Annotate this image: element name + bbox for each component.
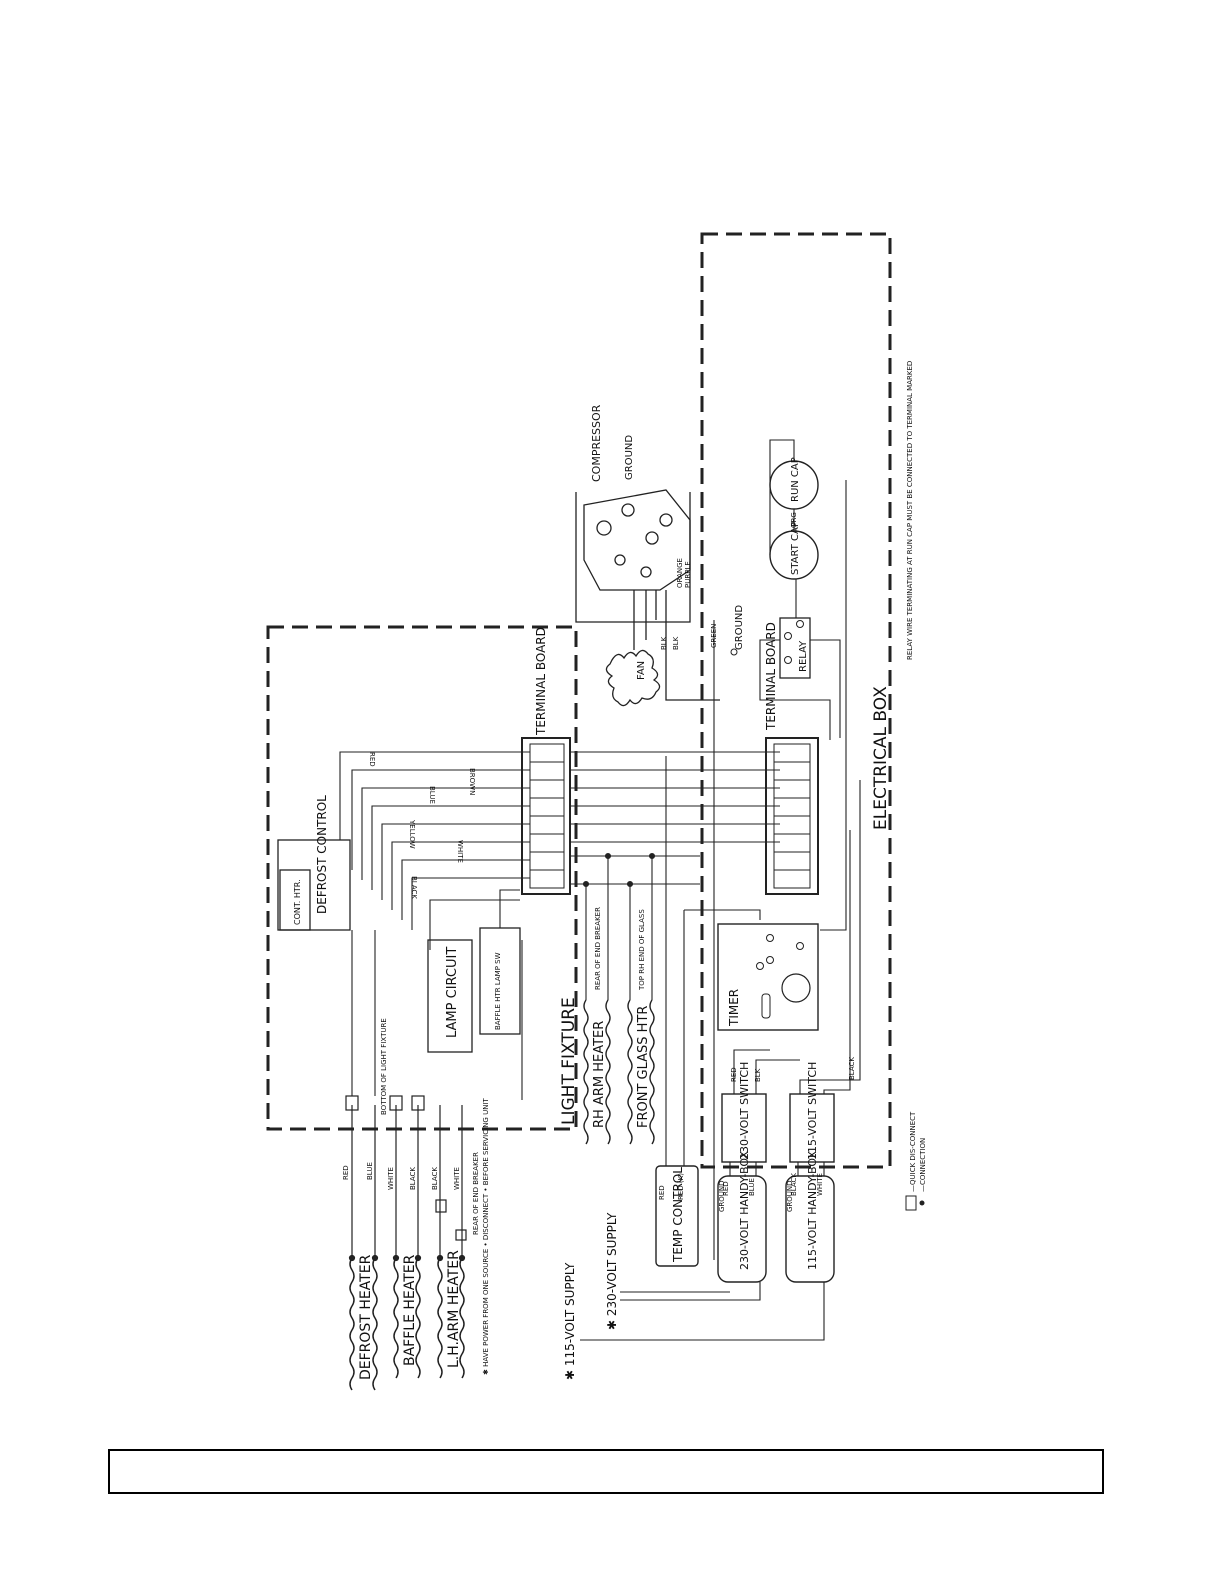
fan-label: FAN — [636, 661, 647, 680]
wire-label-green: GREEN — [710, 624, 718, 648]
wire-label-white-4: WHITE — [816, 1173, 824, 1196]
switch-115-label: 115-VOLT SWITCH — [806, 1062, 819, 1160]
wire-label-blk-2: BLK — [672, 636, 680, 650]
rear-end-breaker-left: REAR OF END BREAKER — [472, 1152, 480, 1235]
wire-label-purple: PURPLE — [684, 561, 692, 588]
defrost-control-box — [277, 839, 351, 931]
wire-label-black-3: BLACK — [410, 876, 418, 899]
baffle-heater-label: BAFFLE HEATER — [402, 1254, 418, 1366]
handy-box-115-label: 115-VOLT HANDY-BOX — [806, 1151, 819, 1270]
compressor-ground-label: GROUND — [624, 435, 635, 480]
wire-label-blue-3: BLUE — [748, 1178, 756, 1196]
top-rh-end-label: TOP RH END OF GLASS — [638, 909, 646, 991]
fan: FAN — [605, 649, 661, 707]
legend-quick-label: —QUICK DIS-CONNECT — [909, 1111, 917, 1192]
wire-label-white-2: WHITE — [453, 1167, 461, 1190]
wire-label-red-2: RED — [368, 752, 376, 767]
lh-arm-heater-label: L.H.ARM HEATER — [446, 1250, 462, 1368]
bottom-light-fixture-label: BOTTOM OF LIGHT FIXTURE — [380, 1018, 388, 1115]
baffle-lamp-switch-label: BAFFLE HTR LAMP SW — [494, 952, 502, 1030]
timer-motor-icon — [781, 973, 811, 1003]
handy-box-115 — [785, 1175, 835, 1283]
wire-label-orange: ORANGE — [676, 558, 684, 588]
heater-leads — [345, 1095, 467, 1262]
wire-label-red-3: RED — [658, 1185, 666, 1200]
wire-label-white-3: WHITE — [456, 840, 464, 863]
wire-label-red-k: RED (K) — [677, 1173, 685, 1200]
ground-label-box: GROUND — [734, 605, 745, 650]
wire-label-blue-1: BLUE — [366, 1162, 374, 1180]
rear-end-breaker-label: REAR OF END BREAKER — [594, 907, 602, 990]
terminal-board-right-label: TERMINAL BOARD — [764, 622, 778, 731]
wire-label-black-1: BLACK — [409, 1167, 417, 1190]
timer-label: TIMER — [727, 989, 741, 1027]
rh-arm-heater: RH ARM HEATER REAR OF END BREAKER — [583, 907, 611, 1145]
front-glass-heater: FRONT GLASS HTR TOP RH END OF GLASS — [627, 909, 655, 1145]
handy-box-230 — [717, 1175, 767, 1283]
legend-connection-label: —CONNECTION — [919, 1138, 927, 1192]
wire-label-blue-2: BLUE — [428, 786, 436, 804]
wire-label-black-5: BLACK — [848, 1057, 856, 1080]
left-bus-wires — [339, 751, 530, 1100]
defrost-control-label: DEFROST CONTROL — [315, 795, 329, 914]
wire-label-blk-3: BLK — [660, 636, 668, 650]
terminal-board-right — [765, 737, 819, 895]
temp-control-label: TEMP CONTROL — [671, 1167, 685, 1263]
defrost-heater-label: DEFROST HEATER — [358, 1254, 374, 1380]
footer-box — [108, 1449, 1104, 1494]
middle-heater-leads — [570, 751, 780, 1000]
defrost-heater: DEFROST HEATER — [349, 1254, 378, 1391]
relay-wiring — [759, 439, 847, 931]
front-glass-htr-label: FRONT GLASS HTR — [636, 1006, 651, 1128]
wire-label-black-2: BLACK — [431, 1167, 439, 1190]
ground-label-115: GROUND — [786, 1180, 794, 1212]
wire-label-red-5: RED — [730, 1067, 738, 1082]
power-note: ✱ HAVE POWER FROM ONE SOURCE • DISCONNEC… — [482, 1097, 490, 1375]
supply-115-label: ✱ 115-VOLT SUPPLY — [563, 1262, 577, 1380]
lamp-circuit-box — [427, 939, 473, 1053]
start-cap-label: START CAP — [790, 521, 801, 575]
lamp-circuit-label: LAMP CIRCUIT — [445, 947, 460, 1038]
handy-box-230-label: 230-VOLT HANDY-BOX — [738, 1151, 751, 1270]
wire-label-brown: BROWN — [468, 768, 476, 795]
temp-control-box — [655, 1165, 699, 1267]
supply-230-label: ✱ 230-VOLT SUPPLY — [605, 1212, 619, 1330]
switch-230 — [721, 1093, 767, 1163]
light-fixture-enclosure — [266, 625, 578, 1131]
switch-115 — [789, 1093, 835, 1163]
terminal-board-left — [521, 737, 571, 895]
cont-htr-label: CONT. HTR. — [293, 879, 302, 925]
legend: —QUICK DIS-CONNECT —CONNECTION — [905, 1111, 927, 1211]
wire-label-red-1: RED — [342, 1165, 350, 1180]
relay-box — [779, 617, 811, 679]
ground-terminal-icon — [730, 648, 738, 656]
timer-box — [717, 923, 819, 1031]
baffle-heater: BAFFLE HEATER — [393, 1254, 421, 1379]
wire-label-yellow: YELLOW — [408, 819, 416, 849]
wire-label-black-4: BLACK — [790, 1173, 798, 1196]
switch-230-label: 230-VOLT SWITCH — [738, 1062, 751, 1160]
wire-label-blk-1: BLK — [754, 1068, 762, 1082]
wire-label-red-4: RED — [722, 1181, 730, 1196]
wire-label-white-1: WHITE — [387, 1167, 395, 1190]
compressor — [575, 489, 720, 701]
relay-label: RELAY — [798, 640, 809, 672]
run-cap-label: RUN CAP — [790, 457, 801, 502]
rh-arm-heater-label: RH ARM HEATER — [592, 1021, 607, 1128]
electrical-box-enclosure — [700, 232, 892, 1169]
ground-label-230: GROUND — [718, 1180, 726, 1212]
terminal-board-left-label: TERMINAL BOARD — [534, 627, 548, 736]
supply-wires — [580, 620, 861, 1341]
light-fixture-label: LIGHT FIXTURE — [559, 997, 579, 1125]
relay-note: RELAY WIRE TERMINATING AT RUN CAP MUST B… — [906, 361, 914, 660]
lh-arm-heater: L.H.ARM HEATER — [437, 1250, 465, 1379]
compressor-label: COMPRESSOR — [590, 404, 603, 482]
electrical-box-label: ELECTRICAL BOX — [871, 686, 891, 830]
